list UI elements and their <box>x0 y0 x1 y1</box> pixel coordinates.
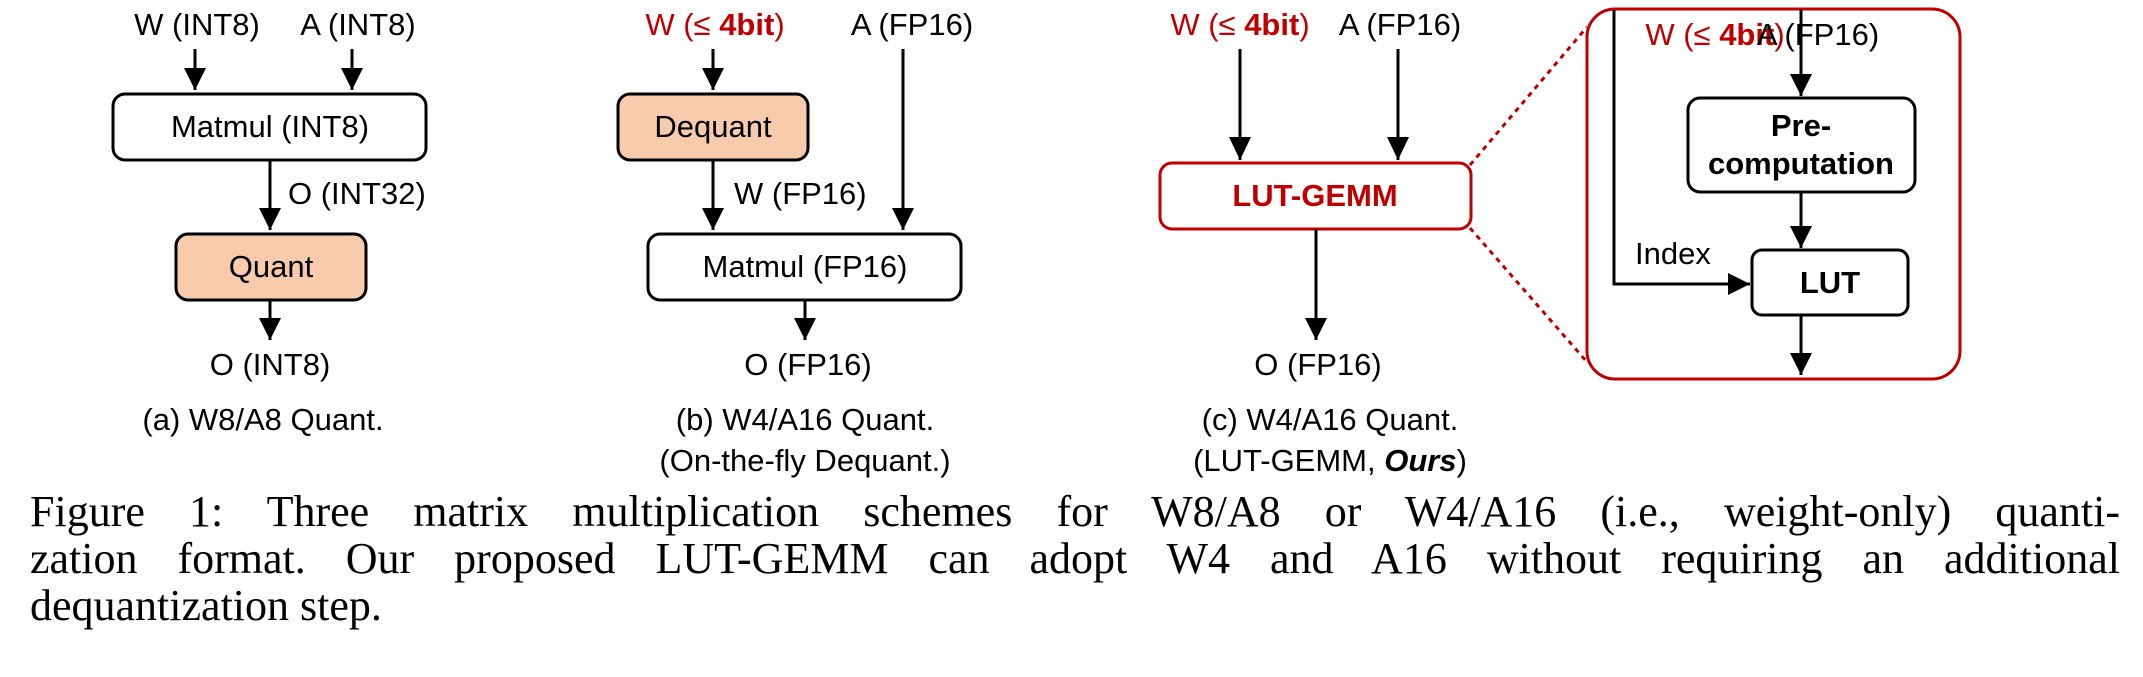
panel-c: W (≤ 4bit) A (FP16) LUT-GEMM O (FP16) (c… <box>1158 7 1589 478</box>
detail-input-a: A (FP16) <box>1757 17 1879 52</box>
arrowhead-icon <box>1790 74 1812 96</box>
panel-b-caption-line1: (b) W4/A16 Quant. <box>676 402 934 437</box>
detail-frame <box>1585 7 1962 381</box>
figure-diagram: W (INT8) A (INT8) Matmul (INT8) O (INT32… <box>111 7 1962 478</box>
lut-gemm-label: LUT-GEMM <box>1232 178 1397 213</box>
arrowhead-icon <box>259 208 281 230</box>
arrowhead-icon <box>259 318 281 340</box>
quant-label: Quant <box>229 249 314 284</box>
panel-c-caption-line1: (c) W4/A16 Quant. <box>1202 402 1459 437</box>
arrowhead-icon <box>341 68 363 90</box>
caption-line-2: zation format. Our proposed LUT-GEMM can… <box>30 534 2120 583</box>
caption-line-1: Figure 1: Three matrix multiplication sc… <box>30 487 2120 536</box>
precomputation-label-line1: Pre- <box>1771 108 1831 143</box>
matmul-fp16-label: Matmul (FP16) <box>703 249 908 284</box>
arrowhead-icon <box>1387 137 1409 160</box>
arrowhead-icon <box>702 208 724 230</box>
arrowhead-icon <box>1790 353 1812 375</box>
intermediate-w-fp16: W (FP16) <box>734 176 867 211</box>
arrowhead-icon <box>794 318 816 340</box>
arrowhead-icon <box>892 208 914 230</box>
panel-c-caption-line2: (LUT-GEMM, Ours) <box>1193 443 1467 478</box>
intermediate-o-int32: O (INT32) <box>288 176 426 211</box>
output-o-fp16: O (FP16) <box>1254 347 1381 382</box>
caption-line-3: dequantization step. <box>30 581 382 630</box>
lut-box <box>1750 248 1910 317</box>
lut-label: LUT <box>1800 265 1860 300</box>
matmul-int8-label: Matmul (INT8) <box>171 109 369 144</box>
arrowhead-icon <box>1790 226 1812 248</box>
index-path <box>1612 10 1750 286</box>
arrowhead-icon <box>1229 137 1251 160</box>
figure-caption: Figure 1: Three matrix multiplication sc… <box>30 488 2120 629</box>
panel-c-input-w: W (≤ 4bit) <box>1170 7 1309 42</box>
panel-b-input-w: W (≤ 4bit) <box>645 7 784 42</box>
index-label: Index <box>1635 236 1711 271</box>
panel-c-input-a: A (FP16) <box>1339 7 1461 42</box>
panel-b-caption-line2: (On-the-fly Dequant.) <box>659 443 950 478</box>
panel-a-input-w: W (INT8) <box>134 7 260 42</box>
panel-a-input-a: A (INT8) <box>300 7 415 42</box>
arrowhead-icon <box>702 68 724 90</box>
arrowhead-icon <box>1728 273 1750 295</box>
arrowhead-icon <box>184 68 206 90</box>
zoom-connector-bottom <box>1468 227 1589 363</box>
output-o-fp16: O (FP16) <box>744 347 871 382</box>
detail-input-w: W (≤ 4bit) <box>1645 17 1784 52</box>
output-o-int8: O (INT8) <box>210 347 331 382</box>
panel-a: W (INT8) A (INT8) Matmul (INT8) O (INT32… <box>111 7 428 437</box>
zoom-connector-top <box>1468 26 1589 166</box>
lut-gemm-detail: W (≤ 4bit) A (FP16) Index Pre- computati… <box>1585 7 1962 381</box>
panel-b: W (≤ 4bit) A (FP16) Dequant W (FP16) Mat… <box>616 7 973 478</box>
panel-b-input-a: A (FP16) <box>851 7 973 42</box>
panel-a-caption: (a) W8/A8 Quant. <box>142 402 383 437</box>
precomputation-label-line2: computation <box>1708 146 1894 181</box>
dequant-label: Dequant <box>654 109 772 144</box>
arrowhead-icon <box>1305 318 1327 340</box>
